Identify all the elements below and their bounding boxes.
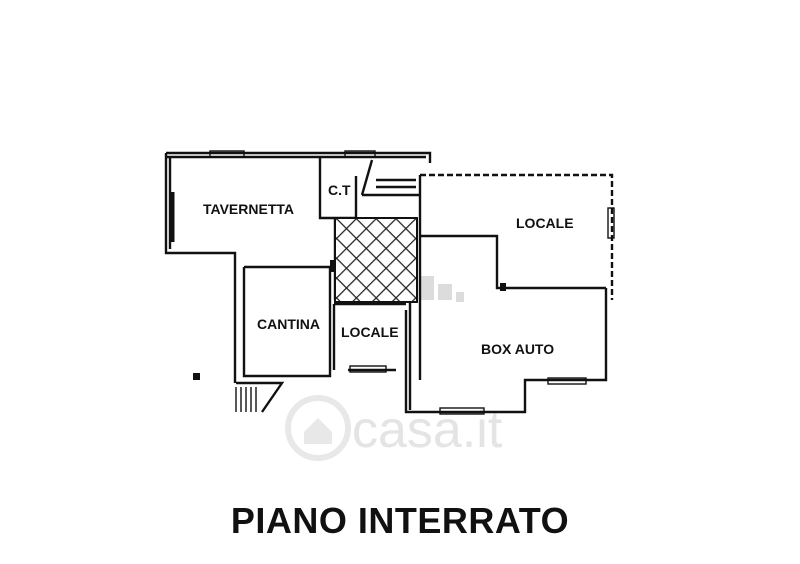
room-label-ct: C.T: [328, 182, 351, 198]
plan-title: PIANO INTERRATO: [230, 500, 570, 541]
room-label-box-auto: BOX AUTO: [481, 341, 554, 357]
windows: [209, 150, 615, 415]
room-label-locale-top: LOCALE: [516, 215, 574, 231]
room-label-tavernetta: TAVERNETTA: [203, 201, 294, 217]
watermark: casa.it: [285, 250, 503, 461]
watermark-brand: casa.it: [352, 401, 503, 459]
room-label-locale-small: LOCALE: [341, 324, 399, 340]
column-mark: [500, 283, 506, 291]
hatched-void: [334, 217, 418, 303]
column-mark: [193, 373, 200, 380]
exterior-steps: [235, 387, 257, 412]
room-label-cantina: CANTINA: [257, 316, 320, 332]
column-mark: [330, 260, 336, 272]
